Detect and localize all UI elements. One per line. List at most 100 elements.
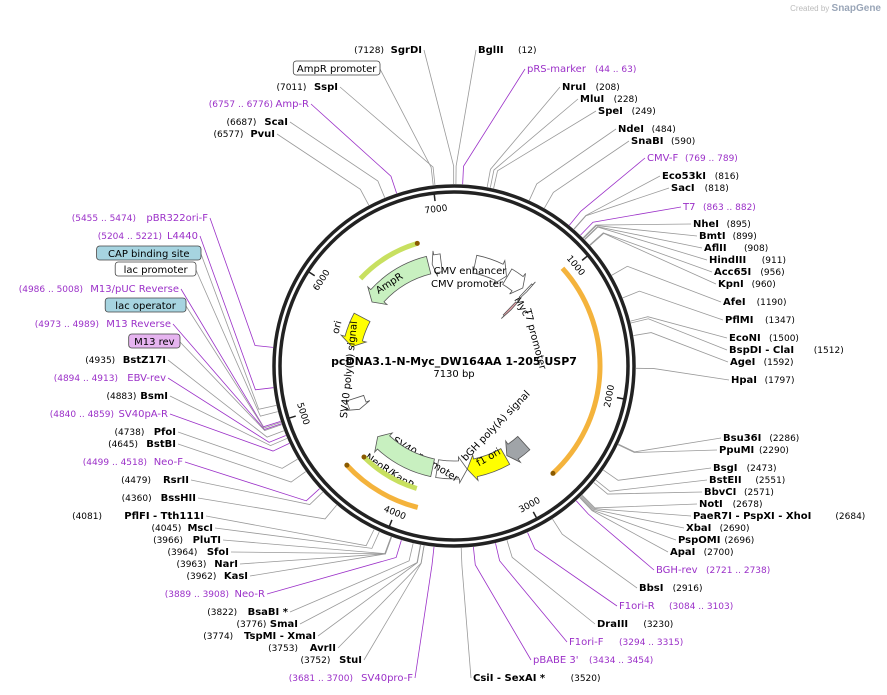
leader-line (172, 323, 282, 430)
feature-t7-promoter[interactable] (517, 281, 536, 301)
site-bsshii[interactable]: BssHII(4360) (122, 493, 196, 504)
site-nhei[interactable]: NheI(895) (693, 219, 751, 230)
site-stui[interactable]: StuI(3752) (300, 655, 362, 666)
site-pvui[interactable]: PvuI(6577) (213, 129, 275, 140)
site-pfoi[interactable]: PfoI(4738) (114, 427, 176, 438)
site-sv40pro-f[interactable]: SV40pro-F(3681 .. 3700) (289, 673, 414, 684)
feature-neor-kanr[interactable] (374, 432, 435, 478)
site-pbabe-3[interactable]: pBABE 3'(3434 .. 3454) (533, 655, 653, 666)
leader-line (583, 225, 698, 239)
site-apai[interactable]: ApaI(2700) (670, 547, 734, 558)
site-tspmi-xmai[interactable]: TspMI - XmaI(3774) (203, 631, 316, 642)
site-ampr-promoter[interactable]: AmpR promoter (292, 60, 381, 76)
feature-ampr[interactable] (367, 255, 432, 306)
feature-cmv-enhancer[interactable] (472, 254, 507, 286)
site-pluti[interactable]: PluTI(3966) (153, 535, 221, 546)
site-bbvci[interactable]: BbvCI(2571) (704, 487, 774, 498)
site-snabi[interactable]: SnaBI(590) (631, 136, 695, 147)
site-nrui[interactable]: NruI(208) (562, 82, 620, 93)
feature-sv40-poly-a-signal[interactable] (345, 394, 371, 411)
feature-cmv-promoter[interactable] (502, 268, 526, 295)
site-bbsi[interactable]: BbsI(2916) (639, 583, 703, 594)
site-econi[interactable]: EcoNI(1500) (729, 333, 799, 344)
site-avrii[interactable]: AvrII(3753) (268, 643, 336, 654)
site-spei[interactable]: SpeI(249) (598, 106, 656, 117)
site-labels: SgrDI(7128) BglII(12) pRS-marker(44 .. 63)… (19, 45, 866, 684)
leader-line (184, 461, 320, 502)
site-neo-r[interactable]: Neo-R(3889 .. 3908) (165, 589, 265, 600)
site-kpni[interactable]: KpnI(960) (718, 279, 776, 290)
site-bsabi[interactable]: BsaBI *(3822) (207, 607, 288, 618)
site-lac-promoter[interactable]: lac promoter (114, 261, 197, 277)
site-rsrii[interactable]: RsrII(4479) (121, 475, 189, 486)
feature-f1-ori[interactable] (466, 448, 511, 482)
site-ppumi[interactable]: PpuMI(2290) (719, 445, 789, 456)
site-bgh-rev[interactable]: BGH-rev(2721 .. 2738) (656, 565, 770, 576)
site-bstbi[interactable]: BstBI(4645) (108, 439, 176, 450)
site-sspi[interactable]: SspI(7011) (276, 82, 338, 93)
site-m13-reverse[interactable]: M13 Reverse(4973 .. 4989) (35, 319, 171, 330)
site-scai[interactable]: ScaI(6687) (226, 117, 288, 128)
site-bspdi-clai[interactable]: BspDI - ClaI(1512) (729, 345, 844, 356)
site-agei[interactable]: AgeI(1592) (730, 357, 794, 368)
site-m13-puc-reverse[interactable]: M13/pUC Reverse(4986 .. 5008) (19, 284, 179, 295)
site-l4440[interactable]: L4440(5204 .. 5221) (98, 231, 198, 242)
site-cmv-f[interactable]: CMV-F(769 .. 789) (647, 153, 738, 164)
tick-mark (433, 193, 436, 202)
site-prs-marker[interactable]: pRS-marker(44 .. 63) (527, 64, 636, 75)
site-pflmi[interactable]: PflMI(1347) (725, 315, 795, 326)
site-pflfi-tth111i[interactable]: PflFI - Tth111I(4081) (72, 511, 204, 522)
site-aflii[interactable]: AflII(908) (704, 243, 768, 254)
site-hindiii[interactable]: HindIII(911) (709, 255, 786, 266)
site-coord: (44 .. 63) (595, 65, 636, 75)
feature-bgh-poly-a-signal[interactable] (505, 435, 531, 464)
site-neo-f[interactable]: Neo-F(4499 .. 4518) (83, 457, 184, 468)
feature-myc[interactable] (501, 299, 520, 319)
site-bsteii[interactable]: BstEII(2551) (709, 475, 785, 486)
site-amp-r[interactable]: Amp-R(6757 .. 6776) (209, 99, 309, 110)
site-hpai[interactable]: HpaI(1797) (731, 375, 795, 386)
site-bglii[interactable]: BglII(12) (478, 45, 536, 56)
site-ndei[interactable]: NdeI(484) (618, 124, 676, 135)
site-msci[interactable]: MscI(4045) (151, 523, 213, 534)
leader-line (630, 318, 728, 351)
site-t7[interactable]: T7(863 .. 882) (682, 202, 756, 213)
site-coord: (228) (614, 95, 638, 105)
site-bstz17i[interactable]: BstZ17I(4935) (85, 355, 166, 366)
site-mlui[interactable]: MluI(228) (580, 94, 638, 105)
site-draiii[interactable]: DraIII(3230) (597, 619, 673, 630)
site-bsmi[interactable]: BsmI(4883) (106, 391, 168, 402)
leader-line (486, 86, 561, 188)
site-csii-sexai[interactable]: CsiI - SexAI *(3520) (473, 673, 601, 684)
site-bmti[interactable]: BmtI(899) (699, 231, 757, 242)
leader-line (506, 540, 596, 625)
site-sv40pa-r[interactable]: SV40pA-R(4840 .. 4859) (50, 409, 168, 420)
site-saci[interactable]: SacI(818) (671, 183, 729, 194)
site-sfoi[interactable]: SfoI(3964) (167, 547, 229, 558)
feature-ori[interactable] (339, 312, 371, 348)
site-m13-rev[interactable]: M13 rev (128, 333, 181, 349)
site-nari[interactable]: NarI(3963) (176, 559, 238, 570)
site-paer7i-pspxi-xhoi[interactable]: PaeR7I - PspXI - XhoI(2684) (693, 511, 865, 522)
site-bsgi[interactable]: BsgI(2473) (713, 463, 777, 474)
site-pbr322ori-f[interactable]: pBR322ori-F(5455 .. 5474) (72, 213, 209, 224)
site-xbai[interactable]: XbaI(2690) (686, 523, 750, 534)
site-afei[interactable]: AfeI(1190) (723, 297, 787, 308)
site-ebv-rev[interactable]: EBV-rev(4894 .. 4913) (54, 373, 166, 384)
site-bsu36i[interactable]: Bsu36I(2286) (723, 433, 799, 444)
tick-label: 4000 (382, 505, 407, 523)
site-eco53ki[interactable]: Eco53kI(816) (662, 171, 739, 182)
site-noti[interactable]: NotI(2678) (699, 499, 763, 510)
site-smai[interactable]: SmaI(3776) (236, 619, 298, 630)
site-acc65i[interactable]: Acc65I(956) (714, 267, 785, 278)
site-f1ori-f[interactable]: F1ori-F(3294 .. 3315) (569, 637, 683, 648)
site-sgrdi[interactable]: SgrDI(7128) (354, 45, 422, 56)
site-f1ori-r[interactable]: F1ori-R(3084 .. 3103) (619, 601, 733, 612)
feature-sv40-promoter[interactable] (435, 455, 468, 485)
site-pspomi[interactable]: PspOMI(2696) (678, 535, 754, 546)
site-lac-operator[interactable]: lac operator (104, 297, 187, 313)
feature-ampr-promoter[interactable] (431, 250, 443, 277)
feature-label-cmv-promoter: CMV promoter (431, 279, 504, 290)
site-kasi[interactable]: KasI(3962) (186, 571, 248, 582)
site-cap-binding-site[interactable]: CAP binding site (96, 245, 202, 261)
